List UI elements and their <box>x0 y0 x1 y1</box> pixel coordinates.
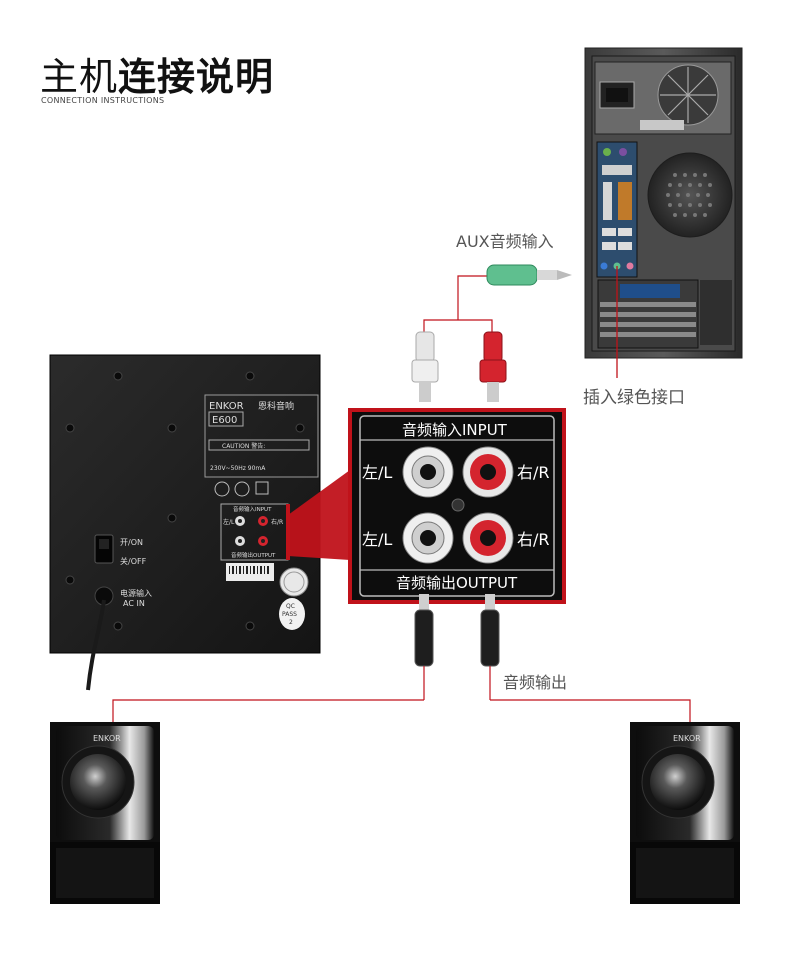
output-jack-right <box>462 512 514 564</box>
panel-input-label: 音频输入INPUT <box>402 421 508 439</box>
input-jack-right <box>462 446 514 498</box>
subwoofer-back: ENKOR 恩科音响 E600 CAUTION 警告: 230V~50Hz 90… <box>49 354 321 691</box>
sub-mini-output: 音频输出OUTPUT <box>231 551 276 559</box>
switch-off-label: 关/OFF <box>120 556 147 566</box>
panel-output-label: 音频输出OUTPUT <box>396 574 518 592</box>
panel-left-bottom: 左/L <box>362 530 392 549</box>
pc-tower <box>584 47 743 378</box>
sub-brand-cn: 恩科音响 <box>258 400 294 412</box>
output-cables <box>112 594 691 722</box>
panel-left-top: 左/L <box>362 463 392 482</box>
output-jack-left <box>402 512 454 564</box>
sub-caution: CAUTION 警告: <box>222 442 265 450</box>
title-bold: 连接说明 <box>118 55 275 99</box>
power-in-cn-label: 电源输入 <box>120 588 152 598</box>
left-speaker-brand: ENKOR <box>93 734 121 743</box>
sub-mini-right: 右/R <box>271 518 283 526</box>
input-jack-left <box>402 446 454 498</box>
sub-mini-input: 音频输入INPUT <box>233 505 272 513</box>
aux-input-label: AUX音频输入 <box>456 232 554 251</box>
aux-cable <box>411 264 572 402</box>
right-speaker-brand: ENKOR <box>673 734 701 743</box>
power-in-label: AC IN <box>123 599 145 608</box>
sub-model: E600 <box>212 415 237 426</box>
sub-rating: 230V~50Hz 90mA <box>210 465 266 472</box>
left-satellite-speaker: ENKOR <box>50 722 160 904</box>
sub-mini-left: 左/L <box>223 518 235 526</box>
switch-on-label: 开/ON <box>120 538 143 547</box>
qc-line-2: PASS <box>282 611 297 618</box>
green-port-label: 插入绿色接口 <box>583 388 685 408</box>
panel-right-top: 右/R <box>517 463 550 482</box>
io-panel-zoom: 音频输入INPUT 音频输出OUTPUT 左/L 右/R 左/L 右/R <box>348 408 566 604</box>
right-satellite-speaker: ENKOR <box>630 722 740 904</box>
qc-line-1: QC <box>286 603 295 610</box>
page-title: 主机连接说明 <box>40 46 274 101</box>
page-subtitle: CONNECTION INSTRUCTIONS <box>41 96 165 105</box>
title-light: 主机 <box>40 55 119 99</box>
sub-brand: ENKOR <box>209 401 244 412</box>
qc-line-3: 2 <box>289 619 293 626</box>
callout-wedge <box>288 470 350 560</box>
panel-right-bottom: 右/R <box>517 530 550 549</box>
audio-output-label: 音频输出 <box>503 673 567 692</box>
